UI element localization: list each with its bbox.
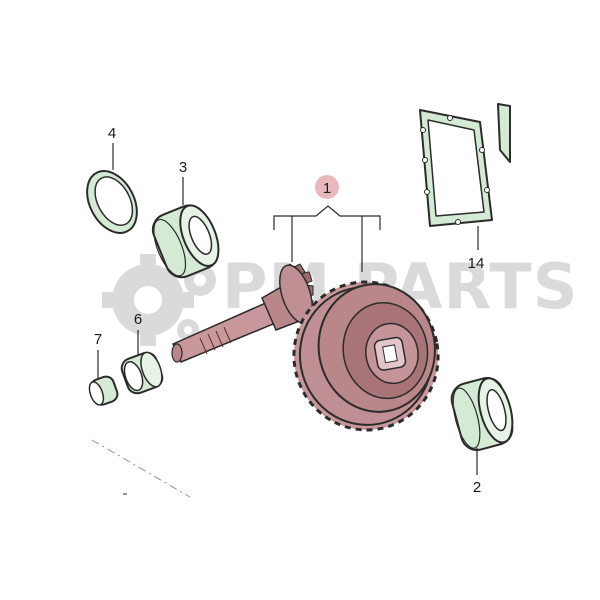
shaft-splines (199, 326, 232, 355)
callout-4-label: 4 (108, 125, 116, 142)
part-14-gasket (419, 103, 511, 227)
crown-gear (292, 280, 440, 432)
part-4-ring (86, 170, 138, 234)
callout-1: 1 (315, 175, 339, 199)
watermark-gear-icon (102, 254, 216, 346)
part-3-bearing (151, 204, 220, 279)
callout-14-label: 14 (468, 255, 485, 272)
part-6-bearing (120, 351, 164, 395)
callout-1-bracket (273, 205, 381, 272)
part-7-ring (88, 375, 119, 406)
part-2-bearing (450, 377, 514, 451)
callout-6-label: 6 (134, 311, 142, 328)
crown-gear-hub (373, 336, 407, 371)
pinion-shaft (171, 263, 314, 363)
gasket-bolt-holes (420, 115, 490, 225)
callout-3-label: 3 (179, 159, 187, 176)
axis-dashed-line (91, 439, 191, 498)
callout-1-label: 1 (323, 180, 331, 197)
callout-2-label: 2 (473, 479, 481, 496)
callout-1-highlight (315, 175, 339, 199)
callout-7-label: 7 (94, 331, 102, 348)
